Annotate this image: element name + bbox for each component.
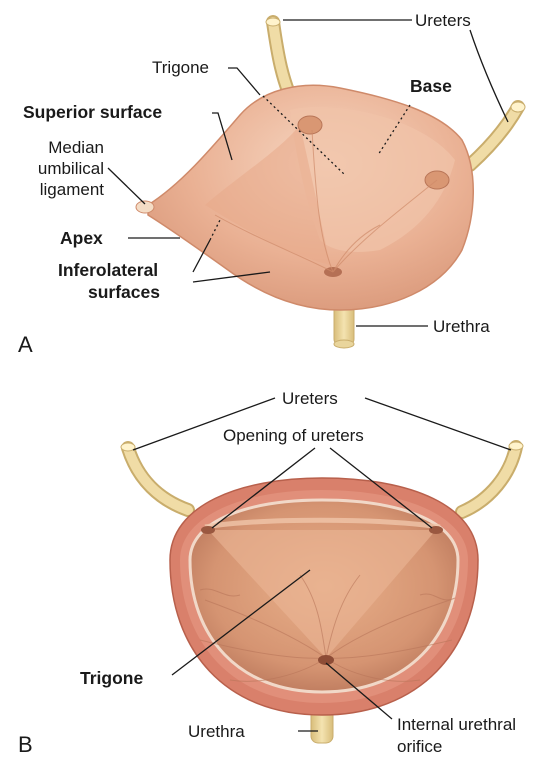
trigone-area <box>208 530 436 658</box>
label-median-line3: ligament <box>40 180 105 199</box>
label-superior-surface: Superior surface <box>23 102 162 122</box>
label-inferolateral-line1: Inferolateral <box>58 260 158 280</box>
panel-letter-a: A <box>18 332 33 357</box>
label-ureters-b: Ureters <box>282 389 338 408</box>
label-trigone-a: Trigone <box>152 58 209 77</box>
median-umbilical-ligament-stub <box>135 200 155 214</box>
label-inferolateral-line2: surfaces <box>88 282 160 302</box>
label-opening-of-ureters: Opening of ureters <box>223 426 364 445</box>
internal-urethral-orifice <box>318 655 334 665</box>
label-trigone-b: Trigone <box>80 668 143 688</box>
left-ureter-b <box>121 441 195 517</box>
label-base: Base <box>410 76 452 96</box>
panel-letter-b: B <box>18 732 33 757</box>
right-ureter-b <box>455 440 523 519</box>
panel-a-leaders <box>107 19 509 327</box>
label-internal-line1: Internal urethral <box>397 715 516 734</box>
label-apex: Apex <box>60 228 103 248</box>
label-urethra-b: Urethra <box>188 722 245 741</box>
panel-b-illustration <box>120 440 524 744</box>
label-ureters-a: Ureters <box>415 11 471 30</box>
label-urethra-a: Urethra <box>433 317 490 336</box>
label-internal-line2: orifice <box>397 737 442 756</box>
panel-b-leaders <box>132 397 512 732</box>
panel-a-illustration <box>135 15 526 349</box>
label-median-line2: umbilical <box>38 159 104 178</box>
label-median-line1: Median <box>48 138 104 157</box>
